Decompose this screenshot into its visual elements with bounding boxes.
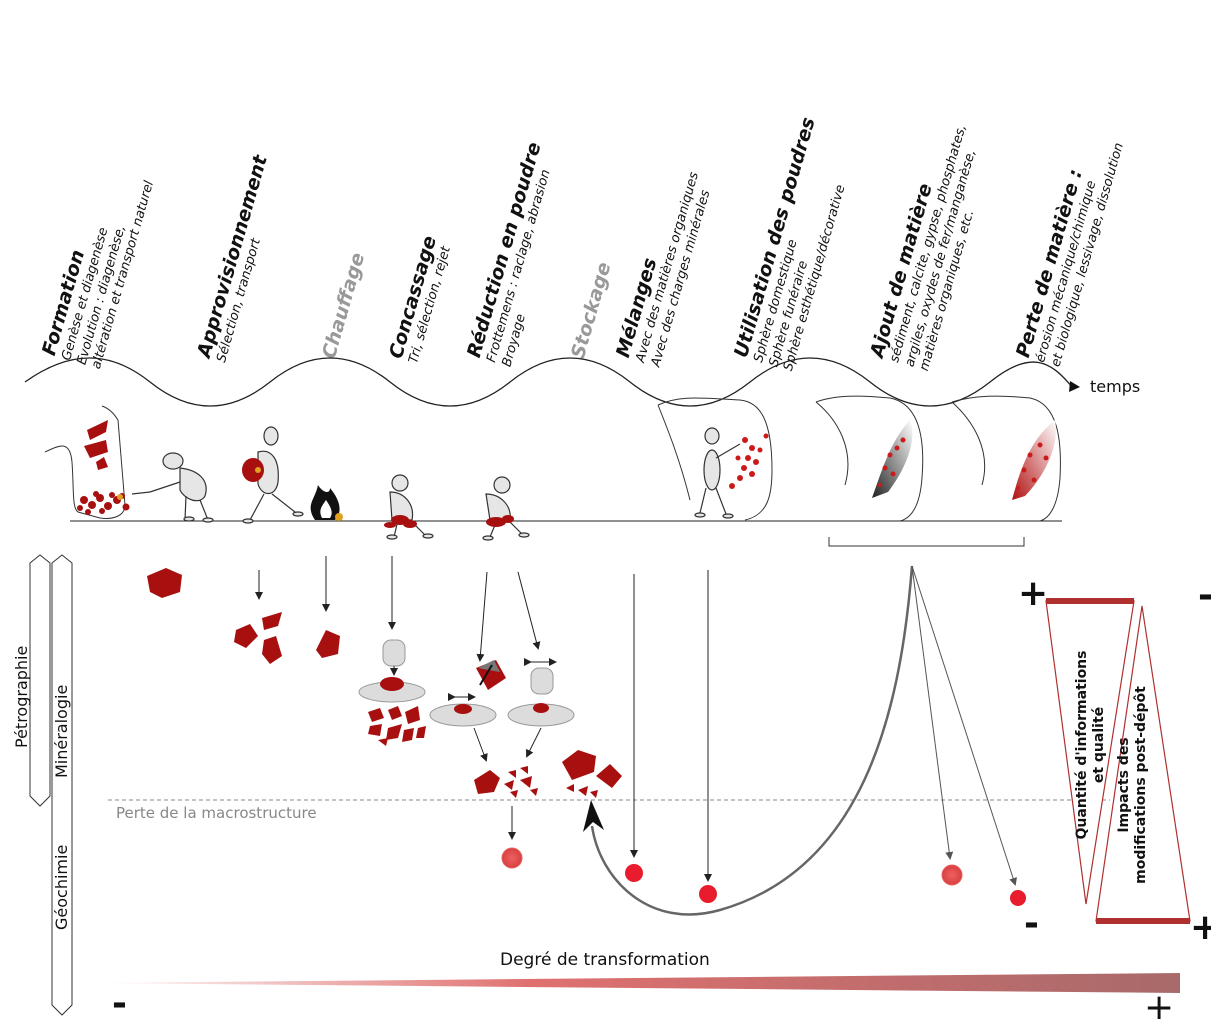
- powder-fragments: [474, 766, 538, 798]
- ochre-scatter: [77, 491, 130, 515]
- axis-label-petrographie: Pétrographie: [12, 645, 31, 748]
- use-sample: [699, 885, 717, 903]
- threshold-label: Perte de la macrostructure: [116, 804, 317, 822]
- added-sample: [941, 864, 963, 886]
- info-plus-sign: +: [1018, 573, 1049, 614]
- sample-fragments: [234, 612, 282, 664]
- axis-label-geochimie: Géochimie: [52, 844, 71, 930]
- stain-dots-perte: [1016, 442, 1049, 490]
- transformation-label: Degré de transformation: [500, 950, 710, 970]
- stain-dots-ajout: [878, 437, 906, 487]
- sample-block: [147, 568, 182, 598]
- recycling-arrowhead: [583, 800, 604, 832]
- ochre-vein: [84, 440, 108, 458]
- stain-red: [1012, 420, 1056, 500]
- timeline-label: temps: [1090, 377, 1141, 396]
- crushed-fragments: [368, 706, 426, 746]
- impacts-label-line1: Impacts des: [1116, 737, 1132, 833]
- impacts-label-line2: modifications post-dépôt: [1132, 686, 1149, 884]
- lost-sample: [1010, 890, 1026, 906]
- info-minus-sign: -: [1024, 903, 1039, 944]
- bracket: [828, 537, 1025, 547]
- sample-heated: [316, 630, 340, 658]
- stored-fragments: [562, 750, 622, 798]
- transformation-plus-sign: +: [1144, 987, 1175, 1028]
- formation-outcrop: [44, 405, 126, 519]
- transformation-bar: [92, 973, 1180, 993]
- transformation-minus-sign: -: [112, 983, 127, 1024]
- information-label-line2: et qualité: [1090, 706, 1107, 784]
- recycling-curve: [590, 565, 914, 916]
- figure-crouching: [131, 452, 214, 523]
- crushing-setup: [358, 639, 426, 703]
- ochre-fragments: [384, 515, 417, 528]
- ochre-vein: [87, 420, 108, 440]
- cave-utilisation: [657, 397, 773, 521]
- mixture-sample: [625, 864, 643, 882]
- abrasion-setup: [429, 660, 506, 727]
- impacts-plus-sign: +: [1190, 907, 1211, 948]
- figure-painting: [694, 427, 741, 519]
- figure-grinding: [482, 476, 530, 541]
- information-triangle-label: Quantité d'informations et qualité: [1074, 620, 1108, 870]
- impacts-minus-sign: -: [1198, 578, 1211, 614]
- impacts-triangle-label: Impacts des modifications post-dépôt: [1116, 655, 1150, 915]
- paint-dots: [729, 433, 769, 489]
- axis-label-mineralogie: Minéralogie: [52, 684, 71, 778]
- grinding-setup: [507, 658, 575, 727]
- axis-geochimie-shape: [51, 554, 73, 1016]
- stain-dark: [872, 420, 913, 498]
- cave-ajout: [815, 395, 924, 522]
- powder-sample: [501, 847, 523, 869]
- figure-carrying: [242, 426, 304, 524]
- ochre-vein: [96, 457, 108, 470]
- axis-petrographie-shape: [29, 554, 51, 807]
- figure-crushing: [386, 474, 434, 540]
- fire-icon: [310, 485, 343, 521]
- timeline-wave: [24, 357, 1073, 407]
- ochre-sack: [242, 458, 264, 482]
- information-label-line1: Quantité d'informations: [1074, 650, 1090, 840]
- ochre-powder-grinding: [486, 515, 514, 527]
- timeline-arrowhead: [1069, 381, 1080, 392]
